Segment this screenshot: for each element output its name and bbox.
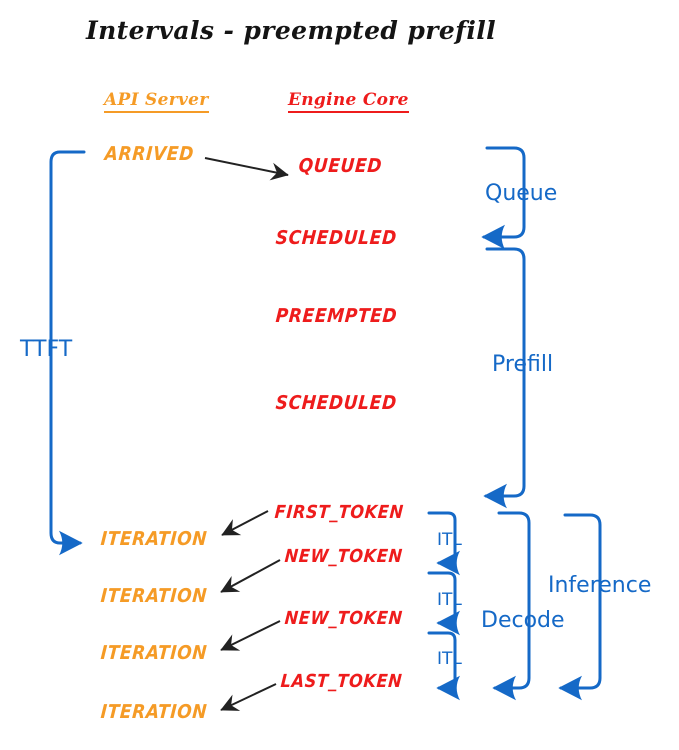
- arrow-new-token-1-to-iteration: [220, 559, 281, 593]
- bracket-itl-1: [427, 511, 460, 576]
- bracket-decode: [492, 511, 531, 701]
- interval-label-prefill: Prefill: [492, 352, 554, 377]
- arrow-first-token-to-iteration: [221, 510, 269, 536]
- event-new-token-2: NEW_TOKEN: [283, 608, 404, 629]
- interval-label-inference: Inference: [548, 573, 652, 598]
- bracket-queue: [481, 146, 526, 250]
- interval-label-queue: Queue: [485, 181, 558, 206]
- event-scheduled-1: SCHEDULED: [274, 227, 398, 249]
- interval-label-itl-2: ITL: [437, 590, 462, 610]
- event-queued: QUEUED: [297, 155, 383, 177]
- event-new-token-1: NEW_TOKEN: [283, 546, 404, 567]
- arrow-last-token-to-iteration: [220, 683, 277, 711]
- bracket-inference: [558, 513, 602, 701]
- event-iteration-1: ITERATION: [99, 528, 208, 550]
- event-iteration-3: ITERATION: [99, 642, 208, 664]
- event-iteration-4: ITERATION: [99, 701, 208, 723]
- event-arrived: ARRIVED: [103, 143, 195, 165]
- arrow-arrived-to-queued: [204, 157, 289, 181]
- column-header-api-server: API Server: [104, 92, 209, 113]
- bracket-prefill: [483, 247, 526, 509]
- interval-label-ttft: TTFT: [20, 337, 73, 362]
- event-scheduled-2: SCHEDULED: [274, 392, 398, 414]
- interval-label-decode: Decode: [481, 608, 565, 633]
- bracket-itl-3: [427, 631, 460, 701]
- interval-label-itl-1: ITL: [437, 530, 462, 550]
- arrow-new-token-2-to-iteration: [220, 620, 281, 651]
- event-preempted: PREEMPTED: [274, 305, 398, 327]
- interval-label-itl-3: ITL: [437, 649, 462, 669]
- column-header-engine-core: Engine Core: [288, 92, 409, 113]
- event-first-token: FIRST_TOKEN: [273, 502, 405, 523]
- event-last-token: LAST_TOKEN: [279, 671, 404, 692]
- page-title: Intervals - preempted prefill: [86, 16, 497, 45]
- bracket-itl-2: [427, 571, 460, 636]
- event-iteration-2: ITERATION: [99, 585, 208, 607]
- bracket-ttft: [49, 150, 86, 556]
